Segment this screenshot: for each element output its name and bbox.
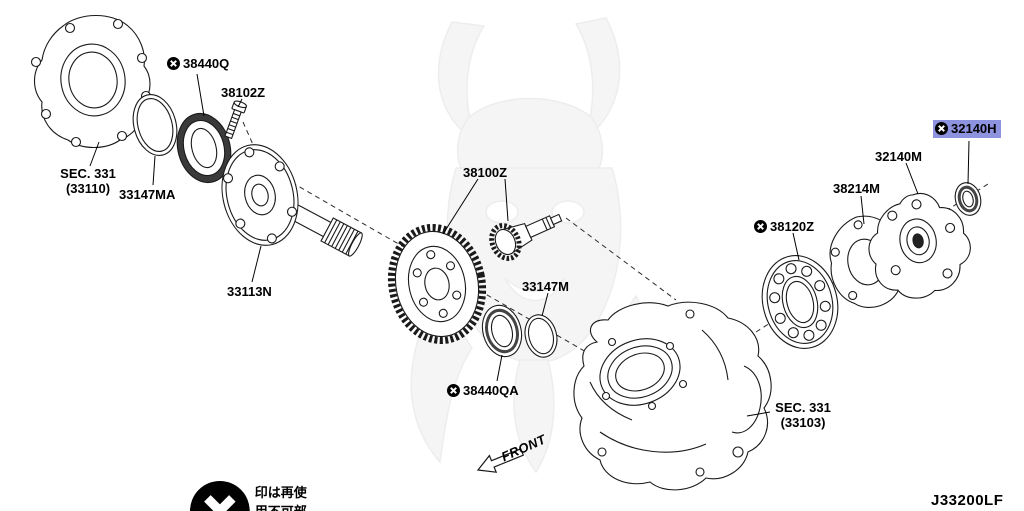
part-number-text: 33113N [227,284,272,299]
part-number-text: 32140H [951,121,997,136]
non-reusable-mark-icon [190,481,250,511]
part-number-text: 38100Z [463,165,508,180]
non-reusable-mark-icon [754,220,767,233]
leader-lines [89,73,970,417]
label-38214m: 38214M [833,182,880,195]
label-38120z: 38120Z [754,220,814,233]
label-38440q: 38440Q [167,57,229,70]
part-number-text: 38214M [833,181,880,196]
non-reusable-mark-icon [447,384,460,397]
label-sec-331-33110: SEC. 331 (33110) [55,166,121,196]
label-32140h[interactable]: 32140H [933,120,1001,138]
bolt-38102z-drawing [224,100,247,140]
seal-32140h-drawing [954,182,982,216]
cover-32140m-drawing [868,192,971,299]
part-number-text: 38120Z [770,219,815,234]
o-ring-33147ma-drawing [132,94,178,156]
label-38440qa: 38440QA [447,384,519,397]
label-33147m: 33147M [522,280,569,293]
label-33113n: 33113N [227,285,272,298]
sec-ref-line2: (33110) [65,180,111,196]
part-number-text: 38440Q [183,56,230,71]
sec-ref-line1: SEC. 331 [775,400,831,415]
non-reusable-mark-icon [167,57,180,70]
seal-38440qa-drawing [481,304,523,358]
front-arrow-icon [476,448,525,473]
non-reusable-mark-icon [935,122,948,135]
label-33147ma: 33147MA [119,188,175,201]
bearing-38440q-drawing [176,112,232,184]
label-38100z: 38100Z [463,166,507,179]
label-sec-331-33103: SEC. 331 (33103) [770,400,836,430]
flange-33113n-drawing [221,144,363,257]
bearing-38120z-drawing [761,255,839,349]
sec-ref-line2: (33103) [780,414,826,430]
label-38102z: 38102Z [221,86,265,99]
legend-text: 印は再使用不可部品 [254,485,307,511]
part-number-text: 32140M [875,149,922,164]
ring-gear-38100z-drawing [387,223,487,345]
diagram-code: J33200LF [931,492,1004,509]
part-number-text: 38102Z [221,85,266,100]
pinion-gear-38100z-drawing [489,213,563,261]
part-number-text: 33147MA [119,187,176,202]
part-number-text: 33147M [522,279,569,294]
o-ring-33147m-drawing [524,314,558,358]
label-32140m: 32140M [875,150,922,163]
sec-ref-line1: SEC. 331 [60,166,116,181]
part-number-text: 38440QA [463,383,519,398]
cover-33110-drawing [30,15,152,149]
non-reusable-legend: 印は再使用不可部品 [190,481,312,511]
housing-33103-drawing [573,301,772,491]
